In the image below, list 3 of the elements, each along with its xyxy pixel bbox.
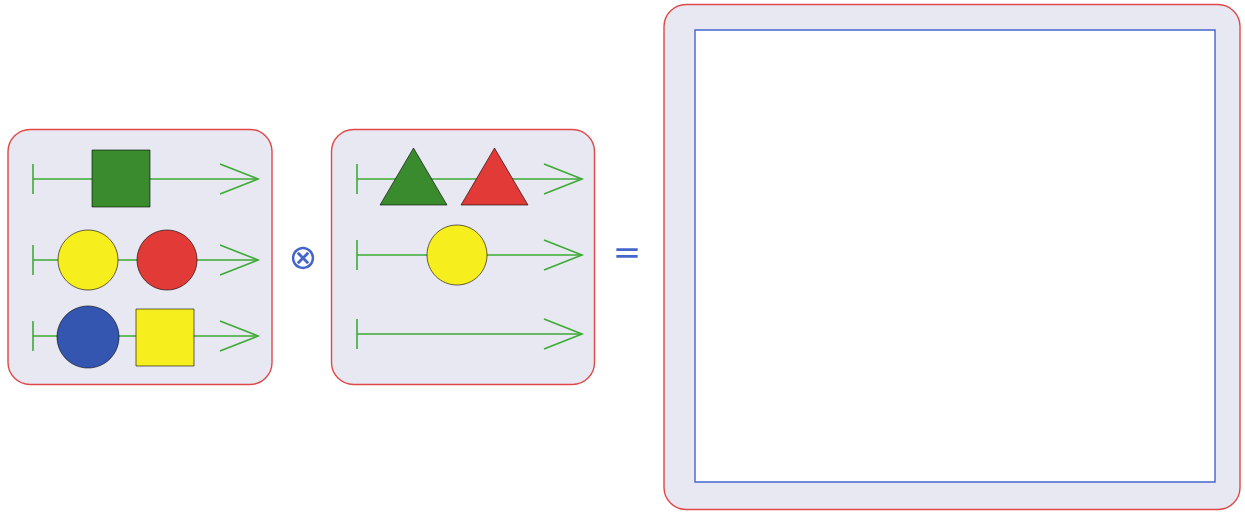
equals-sign: = bbox=[616, 248, 638, 258]
inner-box bbox=[694, 29, 1216, 483]
operator-symbol: ⊗ bbox=[291, 246, 315, 270]
